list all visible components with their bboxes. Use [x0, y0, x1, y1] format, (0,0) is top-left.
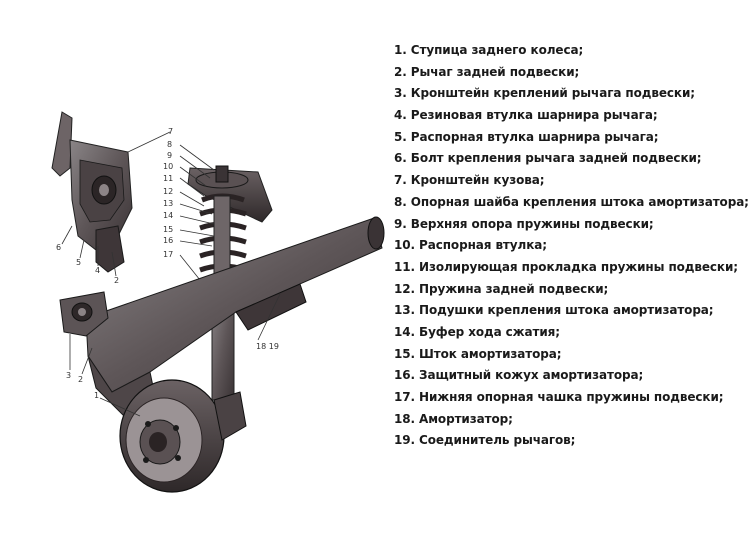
callout-6: 6	[56, 243, 61, 252]
callout-16: 16	[163, 236, 173, 245]
legend-item: 7. Кронштейн кузова;	[394, 173, 545, 188]
callout-18-19: 18 19	[256, 342, 279, 351]
callout-9: 9	[167, 151, 172, 160]
callout-2: 2	[114, 276, 119, 285]
legend-item: 18. Амортизатор;	[394, 411, 513, 426]
wheel-hub	[99, 379, 247, 493]
legend-item: 14. Буфер хода сжатия;	[394, 324, 560, 339]
rear-suspension-diagram: 7 8 9 10 11 12 13 14 15 16 17 6 5 4 2 18…	[51, 111, 385, 493]
rear-beam	[85, 216, 385, 421]
parts-legend: 1. Ступица заднего колеса; 2. Рычаг задн…	[394, 40, 749, 452]
legend-item: 12. Пружина задней подвески;	[394, 281, 609, 296]
lower-bracket	[59, 291, 109, 375]
callout-10: 10	[163, 162, 173, 171]
callout-1-lower: 1	[94, 391, 99, 400]
legend-item: 1. Ступица заднего колеса;	[394, 43, 584, 57]
legend-item: 3. Кронштейн креплений рычага подвески;	[394, 86, 695, 101]
legend-item: 8. Опорная шайба крепления штока амортиз…	[394, 194, 749, 209]
callout-12: 12	[163, 187, 173, 196]
legend-item: 2. Рычаг задней подвески;	[394, 64, 580, 79]
legend-item: 9. Верхняя опора пружины подвески;	[394, 216, 654, 231]
legend-item: 11. Изолирующая прокладка пружины подвес…	[394, 259, 738, 274]
legend-item: 6. Болт крепления рычага задней подвески…	[394, 151, 702, 166]
bracket-inset	[51, 111, 171, 277]
callout-11: 11	[163, 174, 173, 183]
legend-item: 4. Резиновая втулка шарнира рычага;	[394, 108, 658, 123]
callout-5: 5	[76, 258, 81, 267]
callout-13: 13	[163, 199, 173, 208]
legend-item: 15. Шток амортизатора;	[394, 346, 562, 361]
callout-3-lower: 3	[66, 371, 71, 380]
callout-4: 4	[95, 266, 100, 275]
callout-14: 14	[163, 211, 173, 220]
legend-item: 10. Распорная втулка;	[394, 238, 547, 253]
legend-item: 5. Распорная втулка шарнира рычага;	[394, 129, 659, 144]
legend-item: 16. Защитный кожух амортизатора;	[394, 368, 644, 383]
callout-17: 17	[163, 250, 173, 259]
callout-7: 7	[168, 127, 173, 136]
legend-item: 13. Подушки крепления штока амортизатора…	[394, 303, 714, 318]
callout-8: 8	[167, 140, 172, 149]
legend-item: 17. Нижняя опорная чашка пружины подвеск…	[394, 390, 724, 404]
legend-item: 19. Соединитель рычагов;	[394, 433, 576, 448]
callout-15: 15	[163, 225, 173, 234]
callout-2-lower: 2	[78, 375, 83, 384]
